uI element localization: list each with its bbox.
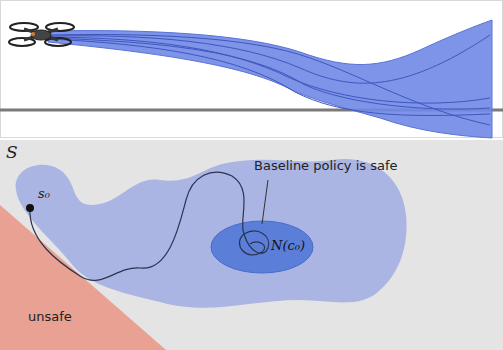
initial-state-dot bbox=[26, 204, 34, 212]
quadrotor-icon bbox=[9, 23, 74, 46]
leader-line bbox=[262, 180, 268, 224]
initial-state-label: s₀ bbox=[37, 186, 51, 202]
region-label: S bbox=[6, 142, 18, 162]
panel-frame bbox=[1, 1, 503, 138]
region-label: N(c₀) bbox=[270, 238, 306, 254]
callout-label: Baseline policy is safe bbox=[254, 158, 397, 174]
trajectory-curve-illustration bbox=[0, 140, 503, 350]
reachable-tube bbox=[48, 20, 492, 138]
trajectory-illustration bbox=[0, 0, 503, 140]
sample-trajectories bbox=[50, 34, 490, 125]
region-label: unsafe bbox=[28, 309, 72, 325]
baseline-safe-set: N(c₀) bbox=[210, 220, 314, 274]
state-space-panel: unsafe N(c₀) S bbox=[0, 140, 503, 350]
state-trajectory bbox=[30, 172, 269, 280]
